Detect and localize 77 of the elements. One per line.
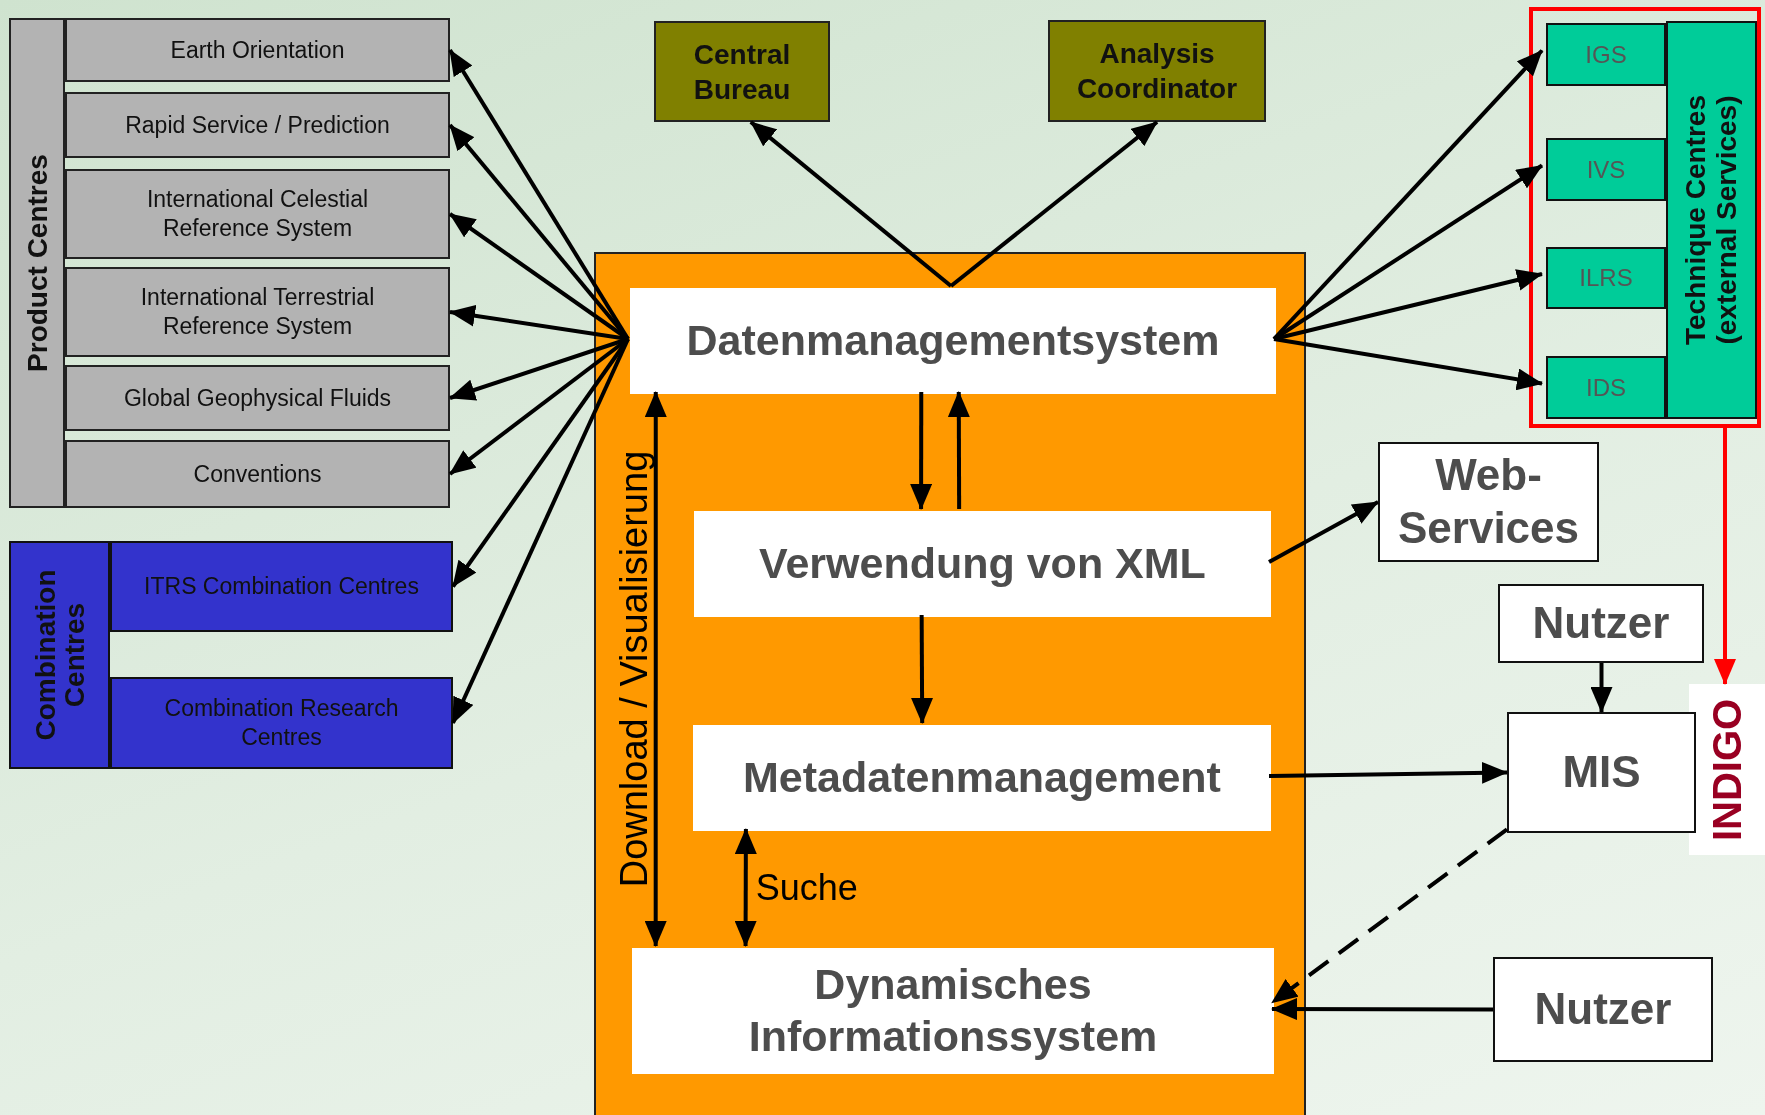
arrow — [448, 123, 630, 341]
arrow — [644, 391, 667, 947]
arrow — [734, 828, 757, 947]
module-box — [694, 511, 1271, 617]
product-box — [65, 169, 450, 259]
node-label: Verwendung von XML — [758, 538, 1207, 590]
node-label: IDS — [1585, 372, 1627, 403]
arrow — [448, 337, 630, 476]
node-label: Metadatenmanagement — [742, 752, 1222, 804]
arrow — [448, 212, 630, 341]
highlight-frame — [1529, 7, 1761, 428]
product-box — [65, 267, 450, 357]
arrow — [1271, 998, 1493, 1021]
product-box — [65, 440, 450, 508]
node-label: Analysis Coordinator — [1075, 37, 1239, 106]
arrow — [911, 615, 934, 724]
arrow — [947, 391, 970, 509]
office-box — [654, 21, 830, 122]
service-box — [1546, 356, 1666, 419]
service-box — [1546, 138, 1666, 201]
node-label: IGS — [1584, 39, 1628, 70]
group-band — [9, 18, 65, 508]
node-label: International Celestial Reference System — [145, 185, 370, 243]
arrow — [910, 392, 933, 510]
arrow — [451, 338, 630, 724]
process-box — [1498, 584, 1704, 663]
product-box — [65, 18, 450, 82]
edge-label: Suche — [755, 866, 858, 909]
process-box — [1378, 442, 1599, 562]
edge-label: Download / Visualisierung — [612, 450, 656, 888]
group-band — [1666, 21, 1757, 419]
group-label: Product Centres — [20, 154, 54, 372]
node-label: Nutzer — [1531, 597, 1671, 650]
combination-box — [110, 541, 453, 632]
product-box — [65, 365, 450, 431]
system-panel — [594, 252, 1306, 1115]
node-label: IVS — [1585, 154, 1627, 185]
arrow — [1268, 761, 1508, 784]
group-label: Technique Centres (external Services) — [1680, 94, 1743, 347]
node-label: Earth Orientation — [169, 35, 346, 65]
arrow — [1273, 269, 1543, 341]
node-label: Rapid Service / Prediction — [124, 110, 391, 140]
module-box — [632, 948, 1274, 1074]
arrow — [949, 120, 1159, 288]
process-box — [1493, 957, 1713, 1062]
node-label: Nutzer — [1533, 983, 1673, 1036]
module-box — [630, 288, 1276, 394]
arrow — [1714, 428, 1736, 685]
node-label: Global Geophysical Fluids — [122, 383, 393, 413]
product-box — [65, 92, 450, 158]
node-label: Dynamisches Informationssystem — [747, 959, 1159, 1062]
node-label: MIS — [1561, 746, 1642, 799]
node-label: ILRS — [1578, 263, 1634, 293]
arrow — [1272, 49, 1544, 341]
service-box — [1546, 23, 1666, 86]
node-label: Web-Services — [1396, 449, 1581, 554]
service-box — [1546, 247, 1666, 309]
group-label: Combination Centres — [30, 568, 89, 743]
arrow — [1268, 500, 1379, 564]
node-label: ITRS Combination Centres — [143, 572, 420, 601]
process-box — [1507, 712, 1696, 833]
title-panel — [1689, 684, 1765, 855]
module-box — [693, 725, 1271, 831]
node-label: Conventions — [192, 459, 323, 489]
dashed-arrow — [1270, 827, 1509, 1005]
node-label: Combination Research Centres — [163, 694, 400, 752]
arrow — [1272, 163, 1544, 341]
office-box — [1048, 20, 1266, 122]
node-label: Central Bureau — [692, 37, 792, 107]
arrow — [1590, 663, 1613, 713]
group-band — [9, 541, 110, 769]
node-label: Datenmanagementsystem — [685, 315, 1221, 367]
node-label: International Terrestrial Reference System — [139, 283, 376, 341]
arrow — [1273, 337, 1543, 391]
vertical-title: INDIGO — [1704, 698, 1750, 841]
combination-box — [110, 677, 453, 769]
arrow — [749, 120, 953, 288]
